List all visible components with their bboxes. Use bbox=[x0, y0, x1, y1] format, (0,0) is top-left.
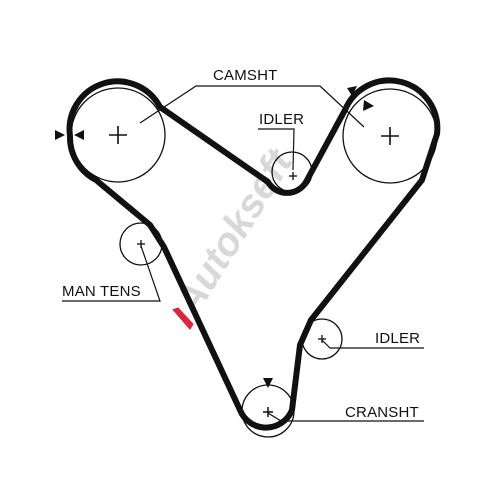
label-camshaft: CAMSHT bbox=[213, 67, 278, 84]
pulley-center-cross-icon bbox=[289, 172, 297, 180]
idler-pulley-top bbox=[271, 151, 313, 193]
leader-lines bbox=[62, 85, 424, 422]
timing-mark-arrow-icon bbox=[347, 86, 374, 111]
label-idler-top: IDLER bbox=[259, 111, 304, 128]
timing-mark-arrow-icon bbox=[55, 130, 84, 140]
timing-belt bbox=[66, 77, 441, 431]
pulley-center-cross-icon bbox=[109, 126, 127, 144]
pulley-center-cross-icon bbox=[318, 335, 326, 343]
label-tensioner: MAN TENS bbox=[62, 283, 141, 300]
camshaft-pulley-right bbox=[342, 88, 438, 184]
watermark-red-chevron bbox=[172, 307, 194, 330]
camshaft-pulley-left bbox=[70, 87, 166, 183]
leader-tensioner bbox=[62, 245, 161, 302]
leader-camshaft bbox=[139, 85, 365, 128]
leader-crankshaft bbox=[267, 412, 424, 422]
timing-mark-arrow-icon bbox=[263, 378, 273, 388]
label-crankshaft: CRANSHT bbox=[345, 404, 419, 421]
idler-pulley-right bbox=[301, 318, 343, 360]
pulley-center-cross-icon bbox=[263, 407, 273, 417]
tensioner-pulley bbox=[119, 222, 163, 266]
watermark-logo: Autokseft bbox=[166, 141, 302, 330]
pulley-center-cross-icon bbox=[381, 127, 399, 145]
leader-idler-right bbox=[321, 339, 424, 349]
leader-idler-top bbox=[258, 128, 295, 171]
label-idler-right: IDLER bbox=[375, 330, 420, 347]
